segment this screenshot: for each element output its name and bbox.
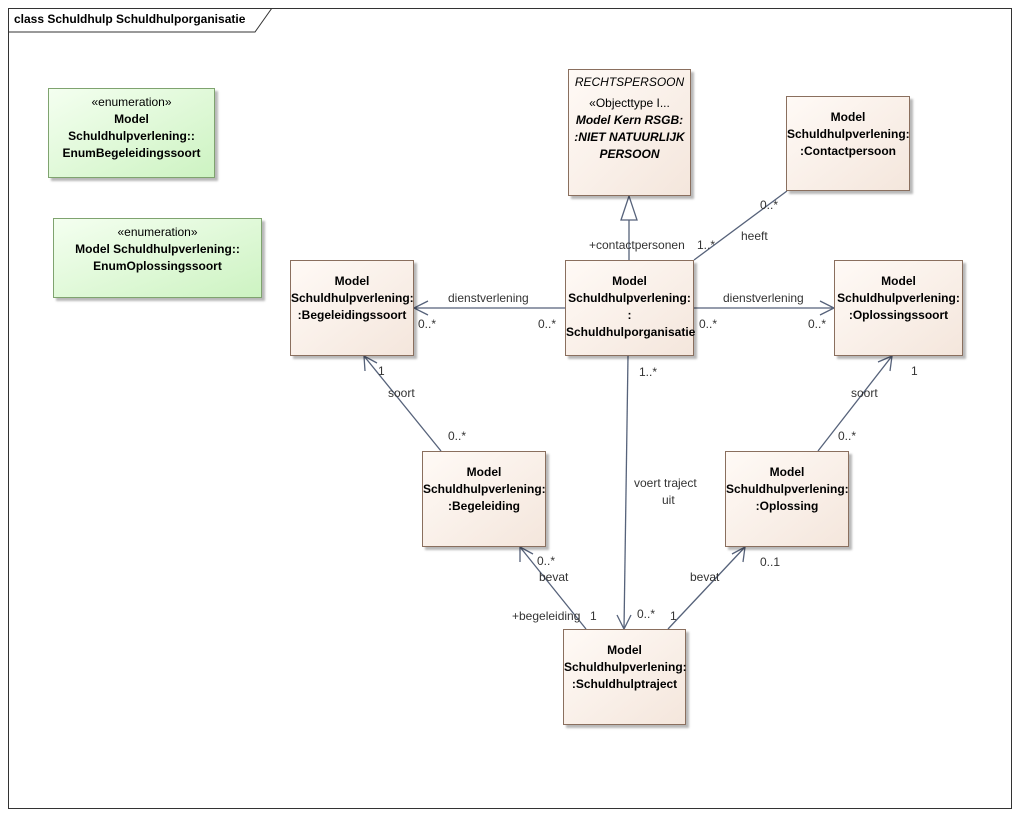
class-name-line: :Oplossingssoort: [848, 308, 949, 322]
class-contactpersoon[interactable]: Model Schuldhulpverlening: :Contactperso…: [786, 96, 910, 191]
multiplicity-label: 0..*: [418, 317, 437, 331]
class-name-line: Schuldhulpverlening:: [787, 127, 910, 141]
association-name-dienstverlening: dienstverlening: [448, 291, 529, 305]
class-name-line: Schuldhulpverlening:: [568, 291, 691, 305]
class-name-line: Schuldhulpverlening:: [564, 660, 687, 674]
class-name-line: EnumBegeleidingssoort: [62, 146, 201, 160]
class-name-line: Schuldhulpverlening:: [423, 482, 546, 496]
class-enum-oplossingssoort[interactable]: «enumeration» Model Schuldhulpverlening:…: [53, 218, 262, 298]
association-name-uit: uit: [662, 493, 675, 507]
generalization-arrowhead: [620, 193, 638, 221]
multiplicity-label: 0..*: [760, 198, 779, 212]
class-name-line: :Contactpersoon: [800, 144, 896, 158]
class-name-line: Schuldhulpverlening:: [291, 291, 414, 305]
multiplicity-label: 0..*: [537, 554, 556, 568]
class-name-line: Model: [881, 274, 916, 288]
class-enum-begeleidingssoort[interactable]: «enumeration» Model Schuldhulpverlening:…: [48, 88, 215, 178]
multiplicity-label: 1..*: [639, 365, 658, 379]
association-name-soort: soort: [388, 386, 415, 400]
soort-right-line: [817, 355, 893, 452]
class-abstract-name: RECHTSPERSOON: [574, 75, 685, 89]
diagram-title: class Schuldhulp Schuldhulporganisatie: [14, 12, 246, 26]
class-name-line: Model: [466, 465, 502, 479]
class-name-line: :Oplossing: [755, 499, 819, 513]
class-name-line: Model: [612, 274, 647, 288]
diagram-frame: [8, 8, 1012, 809]
soort-left-arrow: [363, 354, 378, 372]
class-name-line: Model: [114, 112, 149, 126]
bevat-left-line: [519, 546, 587, 630]
multiplicity-label: 0..*: [538, 317, 557, 331]
multiplicity-label: 0..*: [699, 317, 718, 331]
soort-left-line: [363, 355, 442, 452]
multiplicity-label: 1..*: [697, 238, 716, 252]
class-name-line: Schuldhulpverlening:: [726, 482, 849, 496]
multiplicity-label: 1: [911, 364, 918, 378]
class-name-line: Schuldhulpverlening::: [68, 129, 195, 143]
association-name-bevat: bevat: [539, 570, 569, 584]
class-name-line: Model: [607, 643, 642, 657]
association-name-heeft: heeft: [741, 229, 768, 243]
class-name-line: EnumOplossingssoort: [93, 259, 222, 273]
class-name-line: Model: [334, 274, 370, 288]
association-name-bevat: bevat: [690, 570, 720, 584]
bevat-left-arrow: [519, 545, 534, 562]
stereotype-label: «enumeration»: [117, 225, 198, 239]
multiplicity-label: 0..*: [448, 429, 467, 443]
multiplicity-label: 0..*: [838, 429, 857, 443]
class-schuldhulporganisatie[interactable]: Model Schuldhulpverlening: : Schuldhulpo…: [565, 260, 696, 356]
multiplicity-label: 0..*: [808, 317, 827, 331]
class-begeleidingssoort[interactable]: Model Schuldhulpverlening: :Begeleidings…: [290, 260, 414, 356]
multiplicity-label: 1: [590, 609, 597, 623]
role-begeleiding: +begeleiding: [512, 609, 581, 623]
stereotype-label: «Objecttype I...: [589, 96, 670, 110]
association-name-dienstverlening: dienstverlening: [723, 291, 804, 305]
class-rechtspersoon[interactable]: RECHTSPERSOON «Objecttype I... Model Ker…: [568, 69, 691, 196]
class-name-line: :Begeleidingssoort: [297, 308, 407, 322]
multiplicity-label: 1: [378, 364, 385, 378]
voert-traject-line: [623, 355, 629, 630]
multiplicity-label: 0..*: [637, 607, 656, 621]
class-name-line: :Begeleiding: [447, 499, 520, 513]
class-schuldhulptraject[interactable]: Model Schuldhulpverlening: :Schuldhulptr…: [563, 629, 687, 725]
role-contactpersonen: +contactpersonen: [589, 238, 685, 252]
class-begeleiding[interactable]: Model Schuldhulpverlening: :Begeleiding: [422, 451, 546, 547]
title-tab-outline: [8, 8, 273, 33]
association-name-voert-traject: voert traject: [634, 476, 697, 490]
bevat-right-arrow: [731, 545, 746, 563]
multiplicity-label: 0..1: [760, 555, 781, 569]
multiplicity-label: 1: [670, 609, 677, 623]
class-name-line: :Schuldhulptraject: [571, 677, 678, 691]
soort-right-arrow: [877, 354, 893, 372]
class-oplossing[interactable]: Model Schuldhulpverlening: :Oplossing: [725, 451, 849, 547]
class-name-line: :NIET NATUURLIJK: [574, 130, 685, 144]
bevat-right-line: [667, 546, 746, 630]
class-name-line: Schuldhulpverlening:: [837, 291, 960, 305]
class-oplossingssoort[interactable]: Model Schuldhulpverlening: :Oplossingsso…: [834, 260, 963, 356]
class-name-line: Model Kern RSGB:: [575, 113, 684, 127]
class-name-line: Model Schuldhulpverlening::: [75, 242, 240, 256]
stereotype-label: «enumeration»: [91, 95, 172, 109]
heeft-line: [693, 190, 788, 261]
class-name-line: :: [627, 308, 632, 322]
class-name-line: Model: [830, 110, 866, 124]
class-name-line: Schuldhulporganisatie: [566, 325, 696, 339]
association-name-soort: soort: [851, 386, 878, 400]
class-name-line: Model: [769, 465, 805, 479]
dienstverlening-left-arrow: [412, 300, 429, 316]
class-name-line: PERSOON: [599, 147, 660, 161]
